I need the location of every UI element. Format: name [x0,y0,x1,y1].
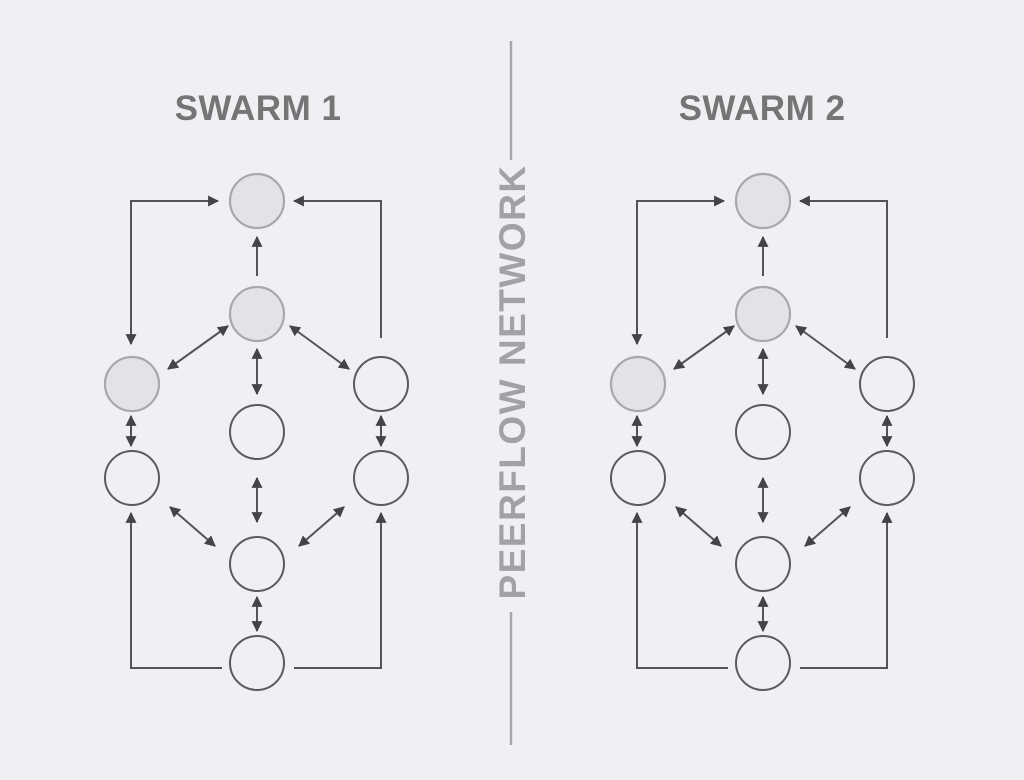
edge-upper-center-to-upper-right-arrow [289,325,350,370]
edge-lower-left-to-lower-center-arrow [675,506,722,547]
node-upper-center [228,285,286,343]
edge-upper-center-to-upper-left-arrow [167,325,229,370]
node-upper-left [609,355,667,413]
node-top [228,172,286,230]
node-lower-right [353,450,409,506]
edge-upper-left-to-top-arrow [631,195,726,346]
swarm-1: SWARM 1 [103,89,409,691]
node-bottom [735,635,791,691]
edge-bottom-to-lower-right-arrow [294,511,387,669]
edge-upper-left-to-top-arrow [125,195,220,346]
edge-upper-center-to-upper-right-arrow [795,325,856,370]
swarm-title: SWARM 1 [175,89,342,128]
swarm-nodes [609,172,915,691]
swarm-edges [125,195,387,669]
edge-lower-right-to-lower-center-arrow [804,506,851,547]
node-upper-left [103,355,161,413]
node-upper-center [734,285,792,343]
node-upper-right [353,356,409,412]
edge-bottom-to-lower-right-arrow [800,511,893,669]
node-lower-left [610,450,666,506]
edge-lower-left-to-lower-center-arrow [169,506,216,547]
node-lower-left [104,450,160,506]
node-bottom [229,635,285,691]
node-upper-right [859,356,915,412]
center-divider: PEERFLOW NETWORK [492,41,533,745]
swarm-2: SWARM 2 [609,89,915,691]
node-middle-center [229,404,285,460]
swarm-nodes [103,172,409,691]
node-lower-center [229,536,285,592]
network-label: PEERFLOW NETWORK [492,164,533,599]
swarm-edges [631,195,893,669]
node-lower-center [735,536,791,592]
node-top [734,172,792,230]
node-middle-center [735,404,791,460]
node-lower-right [859,450,915,506]
edge-upper-center-to-upper-left-arrow [673,325,735,370]
edge-lower-right-to-lower-center-arrow [298,506,345,547]
edge-bottom-to-lower-left-arrow [631,511,728,669]
edge-upper-right-to-top-arrow [798,195,888,338]
swarm-title: SWARM 2 [679,89,846,128]
edge-bottom-to-lower-left-arrow [125,511,222,669]
edge-upper-right-to-top-arrow [292,195,382,338]
